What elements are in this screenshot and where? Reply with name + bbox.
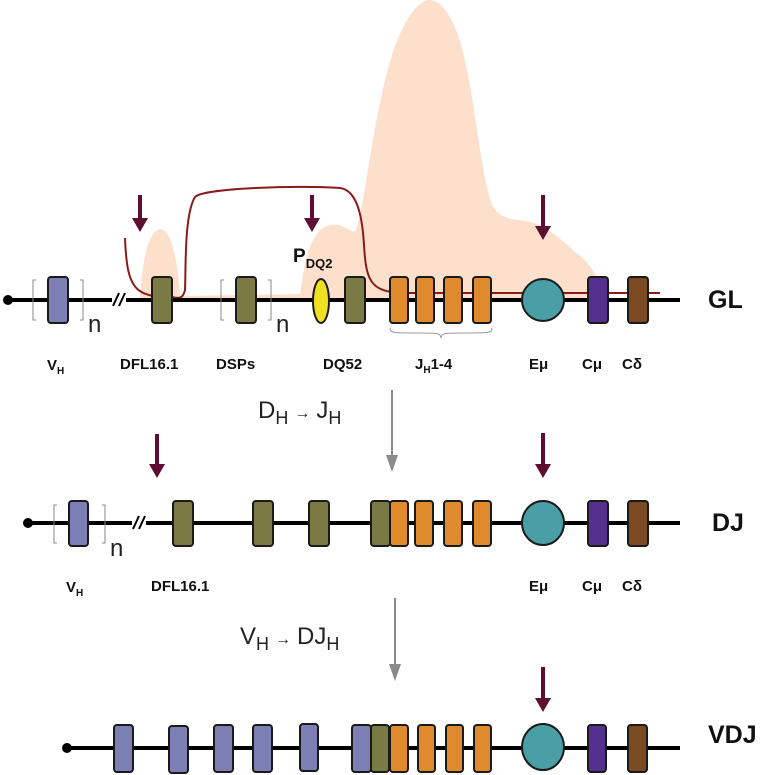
vdj-jh-segment	[417, 724, 436, 773]
vdj-jh-segment	[473, 724, 492, 773]
gl-label-emu: Eμ	[529, 356, 548, 373]
gl-line-start-dot	[3, 295, 13, 305]
gl-row: n n PDQ2 VH DFL16.1 DSPs	[3, 0, 743, 377]
step1-label: DH→JH	[258, 397, 341, 428]
gl-vh-bracket-left	[32, 279, 36, 321]
gl-jh2-segment	[415, 276, 435, 324]
step2-arrow	[389, 598, 401, 681]
step2-label: VH→DJH	[240, 623, 339, 654]
dj-cmu-segment	[587, 500, 609, 547]
gl-arrow-emu	[535, 195, 551, 240]
gl-vh-segment	[47, 276, 69, 324]
dj-cdelta-segment	[627, 500, 649, 547]
vdj-cmu-segment	[587, 724, 607, 773]
gl-break-mark	[112, 292, 126, 308]
dj-joined-d-segment	[370, 500, 391, 547]
dj-row: n VH DFL16.1 Eμ Cμ Cδ DJ	[23, 433, 744, 599]
dj-d-segment	[252, 500, 274, 547]
step-vh-to-djh: VH→DJH	[240, 598, 401, 681]
transcription-signal-area	[140, 0, 608, 300]
gl-label-cmu: Cμ	[582, 356, 602, 373]
dj-line-start-dot	[23, 518, 33, 528]
vdj-jh-segment	[389, 724, 409, 773]
gl-label-cdelta: Cδ	[622, 356, 642, 373]
gl-label-vh: VH	[47, 357, 64, 377]
vdj-vh-segment	[113, 724, 134, 773]
dj-jh-segment	[414, 500, 434, 547]
vdj-jh-segment	[445, 724, 464, 773]
dj-d-segment	[308, 500, 330, 547]
gl-jh-brace	[389, 327, 493, 339]
dj-arrow-emu	[535, 433, 551, 478]
vdj-line-start-dot	[62, 743, 72, 753]
gl-vh-bracket-right	[80, 279, 84, 321]
vdj-joined-d-segment	[370, 724, 390, 773]
step-dh-to-jh: DH→JH	[258, 390, 398, 472]
vdj-vh-segment	[252, 724, 273, 773]
gl-dfl16-segment	[151, 276, 173, 324]
vdj-cdelta-segment	[627, 724, 648, 773]
gl-dsps-bracket-right	[268, 279, 272, 321]
dj-dfl16-segment	[172, 500, 194, 547]
vdj-vh-segment	[299, 723, 319, 772]
dj-label-emu: Eμ	[529, 578, 548, 595]
gl-promoter-label: PDQ2	[293, 246, 332, 271]
gl-dsps-bracket-left	[220, 279, 224, 321]
dj-label-vh: VH	[66, 579, 83, 599]
vdj-state-label: VDJ	[708, 721, 757, 749]
dj-label-cmu: Cμ	[582, 578, 602, 595]
dj-jh-segment	[389, 500, 409, 547]
dj-label-cdelta: Cδ	[622, 578, 642, 595]
dj-vh-bracket-right	[102, 504, 106, 544]
gl-promoter-pdq2	[312, 278, 330, 324]
gl-cmu-segment	[587, 276, 609, 324]
vdj-vh-segment	[168, 725, 189, 774]
gl-arrow-pdq2	[304, 195, 320, 232]
dj-vh-bracket-left	[53, 504, 57, 544]
gl-state-label: GL	[708, 286, 743, 314]
dj-vh-segment	[68, 500, 89, 547]
gl-jh4-segment	[472, 276, 492, 324]
gl-arrow-dfl16	[132, 195, 148, 232]
dj-state-label: DJ	[712, 509, 744, 537]
step1-arrow	[386, 390, 398, 472]
gl-dsps-segment	[235, 276, 257, 324]
gl-label-dq52: DQ52	[323, 356, 362, 373]
dj-jh-segment	[472, 500, 492, 547]
dj-label-dfl16: DFL16.1	[151, 578, 209, 595]
vdj-joined-vh-segment	[351, 724, 372, 773]
gl-label-dsps: DSPs	[216, 356, 255, 373]
gl-dq52-segment	[344, 276, 366, 324]
vdj-vh-segment	[213, 724, 234, 773]
gl-label-jh: JH1-4	[415, 356, 453, 376]
gl-emu-enhancer	[521, 278, 565, 322]
gl-jh1-segment	[389, 276, 409, 324]
gl-label-dfl16: DFL16.1	[120, 356, 178, 373]
gl-vh-repeat-n: n	[88, 311, 101, 338]
dj-break-mark	[132, 515, 146, 531]
vdj-row: VDJ	[62, 667, 757, 774]
gl-dsps-repeat-n: n	[276, 311, 289, 338]
dj-vh-repeat-n: n	[110, 535, 123, 562]
dj-emu-enhancer	[521, 500, 565, 546]
gl-cdelta-segment	[627, 276, 649, 324]
vdj-emu-enhancer	[521, 723, 565, 771]
gl-jh3-segment	[443, 276, 463, 324]
vdj-arrow-emu	[535, 667, 551, 712]
dj-arrow-dfl16	[149, 434, 165, 478]
dj-jh-segment	[443, 500, 463, 547]
